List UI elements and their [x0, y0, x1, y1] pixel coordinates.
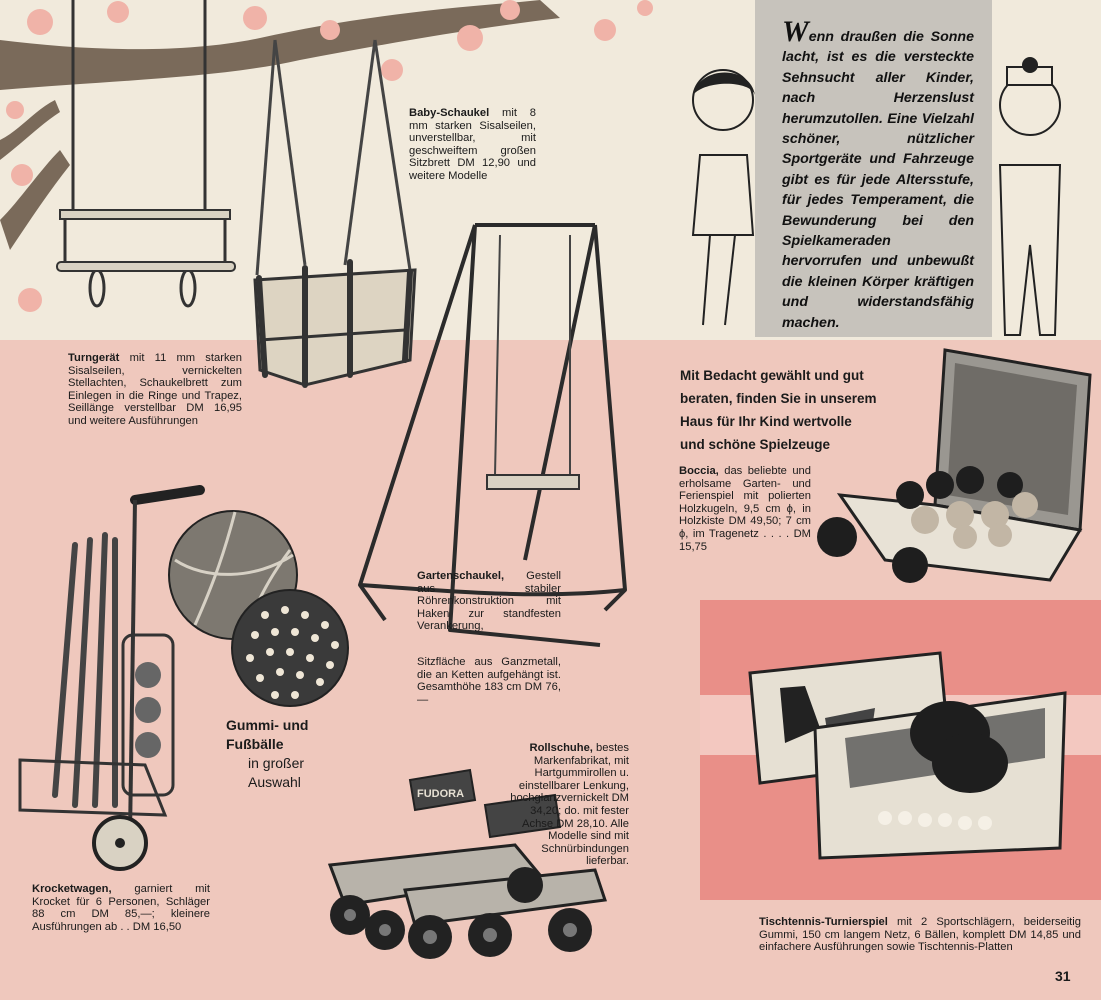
intro-box [755, 0, 992, 337]
table-tennis-name: Tischtennis-Turnierspiel [759, 916, 888, 928]
garden-swing-desc: Gestell aus stabiler Röhrenkonstruktion … [417, 570, 561, 633]
gym-swing-name: Turngerät [68, 352, 120, 364]
baby-swing-caption: Baby-Schaukel mit 8 mm starken Sisalseil… [409, 107, 536, 183]
skates-name: Rollschuhe, [529, 742, 593, 754]
baby-swing-desc: mit 8 mm starken Sisalseilen, unverstell… [409, 107, 537, 182]
gym-swing-caption: Turngerät mit 11 mm starken Sisalseilen,… [68, 352, 242, 428]
balls-name: Gummi- und Fußbälle [226, 717, 309, 752]
gym-swing-illustration [56, 0, 236, 308]
balls-sub2: Auswahl [248, 774, 301, 790]
garden-swing-caption: Gartenschaukel, Gestell aus stabiler Röh… [417, 570, 561, 633]
croquet-cart-illustration [18, 485, 205, 871]
roller-skates-illustration: FUDORA [327, 768, 607, 959]
boccia-caption: Boccia, das beliebte und erholsame Garte… [679, 465, 811, 553]
croquet-name: Krocketwagen, [32, 883, 112, 895]
intro-paragraph: Wenn draußen die Sonne lacht, ist es die… [782, 17, 974, 333]
intro-body: enn draußen die Sonne lacht, ist es die … [782, 29, 974, 331]
tree-branch-illustration [0, 0, 653, 312]
table-tennis-desc: mit 2 Sportschlägern, beiderseitig Gummi… [759, 916, 1081, 954]
skates-desc: bestes Markenfabrikat, mit Hartgummiroll… [510, 742, 629, 868]
page-number: 31 [1055, 968, 1071, 984]
table-tennis-caption: Tischtennis-Turnierspiel mit 2 Sportschl… [759, 916, 1081, 954]
garden-swing-name: Gartenschaukel, [417, 570, 505, 582]
garden-swing-illustration [358, 223, 627, 647]
croquet-desc: garniert mit Krocket für 6 Personen, Sch… [32, 883, 210, 933]
boccia-name: Boccia, [679, 465, 719, 477]
croquet-caption: Krocketwagen, garniert mit Krocket für 6… [32, 883, 210, 933]
balls-sub1: in großer [248, 755, 305, 771]
intro-drop-cap: W [782, 15, 809, 48]
balls-illustration [168, 510, 349, 707]
boccia-desc: das beliebte und erholsame Garten- und F… [679, 465, 811, 553]
girl-illustration [691, 69, 755, 326]
garden-swing-caption-2: Sitzfläche aus Ganzmetall, die an Ketten… [417, 656, 561, 706]
boccia-illustration [817, 348, 1092, 583]
skate-brand-label: FUDORA [417, 788, 464, 800]
baby-swing-name: Baby-Schaukel [409, 107, 490, 119]
boy-illustration [998, 57, 1062, 336]
skates-caption: Rollschuhe, bestes Markenfabrikat, mit H… [507, 742, 629, 868]
gym-swing-desc: mit 11 mm starken Sisalseilen, vernickel… [68, 352, 242, 427]
table-tennis-illustration [748, 651, 1067, 860]
baby-swing-illustration [253, 39, 417, 388]
tagline: Mit Bedacht gewählt und gut beraten, fin… [680, 368, 877, 452]
